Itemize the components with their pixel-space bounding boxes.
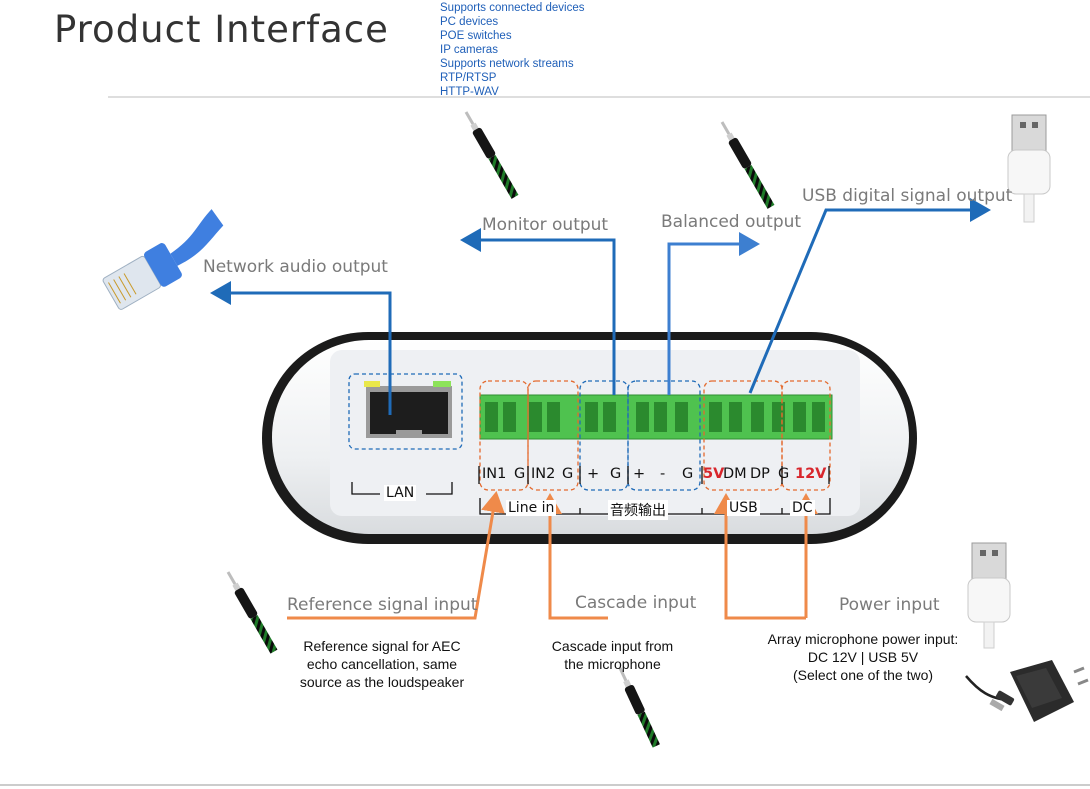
power-input-arrow-5v: [714, 493, 806, 620]
usb-plug-icon: [1007, 114, 1051, 223]
pin-dm: DM: [723, 466, 747, 482]
pin-group-frames: [479, 380, 831, 491]
cascade-input-label: Cascade input: [575, 593, 697, 613]
reference-input-arrow: [287, 491, 505, 620]
lan-group-label: LAN: [384, 485, 417, 501]
note-line: IP cameras: [440, 44, 498, 56]
note-line: HTTP-WAV: [440, 86, 499, 98]
network-output-arrow: [210, 281, 392, 415]
cascade-input-arrow: [538, 493, 608, 620]
audio-output-group-label: 音频输出: [608, 500, 668, 520]
monitor-output-label: Monitor output: [482, 215, 609, 235]
balanced-output-label: Balanced output: [661, 212, 802, 232]
note-line: Supports connected devices: [440, 2, 585, 14]
description-line: DC 12V | USB 5V: [807, 649, 919, 665]
description-line: Reference signal for AEC: [303, 638, 461, 654]
footer-divider: [0, 784, 1090, 786]
power-adapter-icon: [965, 660, 1089, 722]
description-line: the microphone: [564, 656, 661, 672]
page-title: Product Interface: [54, 8, 389, 51]
audio-jack-icon: [618, 667, 660, 748]
power-input-description: Array microphone power input: DC 12V | U…: [748, 630, 978, 684]
supported-devices-notes: Supports connected devices PC devices PO…: [440, 1, 584, 99]
pin-in2: IN2: [531, 466, 556, 482]
note-line: RTP/RTSP: [440, 72, 497, 84]
description-line: source as the loudspeaker: [299, 674, 465, 690]
pin-dp: DP: [750, 466, 770, 482]
reference-signal-description: Reference signal for AEC echo cancellati…: [282, 637, 482, 691]
output-arrows: [210, 198, 991, 415]
pin-ground: G: [778, 466, 790, 482]
reference-signal-input-label: Reference signal input: [287, 595, 478, 615]
description-line: echo cancellation, same: [306, 656, 458, 672]
power-input-label: Power input: [839, 595, 940, 615]
usb-digital-output-label: USB digital signal output: [802, 186, 1013, 206]
ethernet-cable-icon: [102, 209, 224, 310]
pin-ground: G: [610, 466, 622, 482]
cascade-input-description: Cascade input from the microphone: [530, 637, 695, 673]
usb-group-label: USB: [727, 500, 760, 516]
pin-plus: +: [633, 466, 646, 482]
audio-jack-icon: [226, 571, 278, 654]
line-in-group-label: Line in: [506, 500, 557, 516]
input-arrows: [287, 491, 818, 620]
note-line: PC devices: [440, 16, 499, 28]
dc-group-label: DC: [790, 500, 815, 516]
network-audio-output-label: Network audio output: [203, 257, 388, 277]
pin-ground: G: [682, 466, 694, 482]
audio-jack-icon: [464, 111, 519, 199]
usb-plug-icon: [967, 542, 1011, 649]
pin-5v: 5V: [703, 466, 725, 482]
pin-minus: -: [660, 466, 666, 482]
usb-output-arrow: [748, 198, 991, 394]
monitor-output-arrow: [460, 228, 616, 395]
description-line: Array microphone power input:: [767, 631, 959, 647]
balanced-output-arrow: [667, 232, 760, 395]
terminal-block: [479, 394, 833, 440]
pin-plus: +: [587, 466, 600, 482]
pin-ground: G: [514, 466, 526, 482]
description-line: (Select one of the two): [792, 667, 934, 683]
pin-ground: G: [562, 466, 574, 482]
note-line: POE switches: [440, 30, 512, 42]
note-line: Supports network streams: [440, 58, 574, 70]
description-line: Cascade input from: [551, 638, 674, 654]
pin-12v: 12V: [795, 466, 827, 482]
lan-port: [348, 373, 463, 450]
audio-jack-icon: [720, 121, 775, 209]
pin-in1: IN1: [482, 466, 507, 482]
